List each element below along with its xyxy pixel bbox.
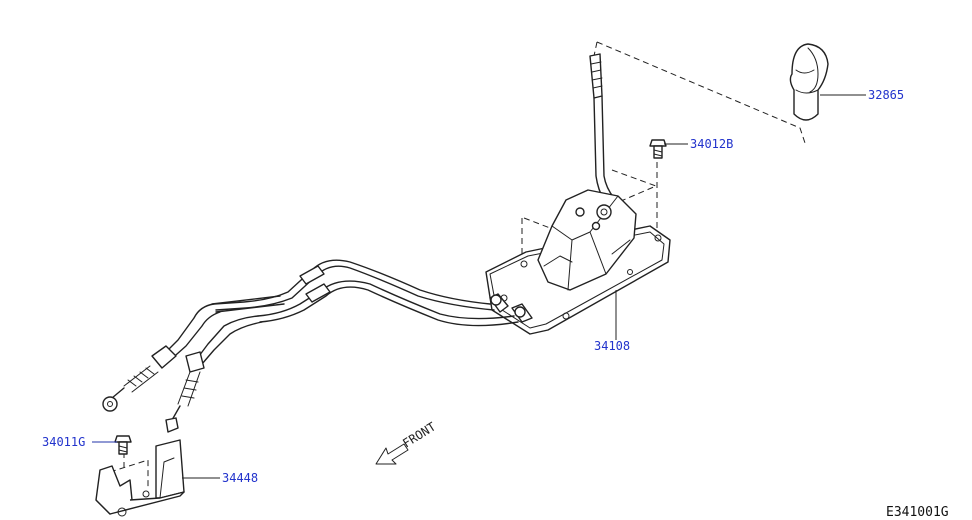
part-labels: 32865 34012B 34108 34011G 34448 [42,88,904,485]
label-34011g[interactable]: 34011G [42,435,85,449]
cable-bracket[interactable] [95,439,185,517]
shift-lever[interactable] [589,53,615,201]
assembly-dashed-lines [109,41,807,490]
leader-lines [92,94,866,479]
label-34012b[interactable]: 34012B [690,137,733,151]
label-34448[interactable]: 34448 [222,471,258,485]
front-indicator: FRONT [375,420,438,465]
bolt-lower[interactable] [114,435,132,455]
control-cables[interactable] [102,259,519,433]
shift-knob[interactable] [789,43,829,121]
control-device[interactable] [485,189,671,335]
diagram-code: E341001G [886,505,949,520]
label-32865[interactable]: 32865 [868,88,904,102]
front-arrow-icon [375,443,409,465]
bolt-upper[interactable] [649,139,667,159]
front-label: FRONT [400,420,438,451]
label-34108[interactable]: 34108 [594,339,630,353]
